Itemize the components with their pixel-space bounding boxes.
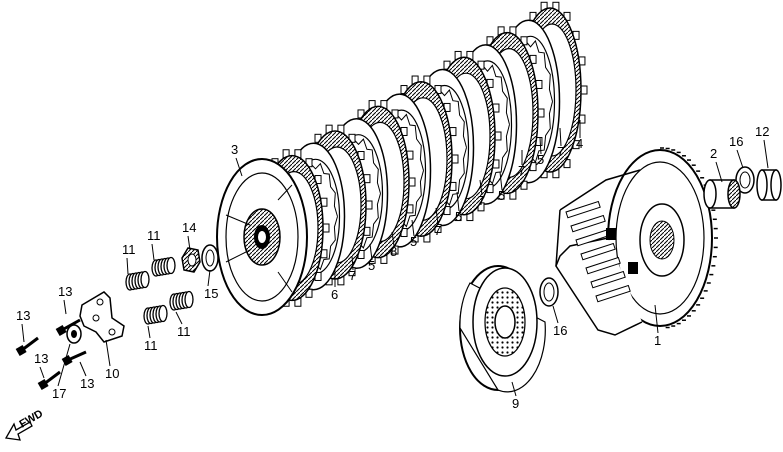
callout-10: 10 (105, 366, 119, 381)
bolt (37, 370, 61, 390)
thrust-washer-center (539, 277, 559, 307)
callout-8: 8 (390, 244, 397, 259)
leader-lines (21, 120, 769, 397)
callout-17: 17 (52, 386, 66, 401)
callout-1: 1 (654, 333, 661, 348)
callout-12: 12 (755, 124, 769, 139)
lock-nut (181, 247, 201, 273)
callout-11: 11 (122, 242, 136, 257)
callout-15: 15 (204, 286, 218, 301)
forward-arrow-icon (4, 421, 33, 441)
clutch-spring (151, 256, 176, 277)
callout-7: 7 (518, 163, 525, 178)
clutch-center-hub (459, 265, 546, 393)
callout-13: 13 (16, 308, 30, 323)
callout-16: 16 (729, 134, 743, 149)
callout-7: 7 (478, 193, 485, 208)
callout-9: 9 (512, 396, 519, 411)
fwd-label: FWD (18, 408, 46, 431)
clutch-outer-housing (555, 147, 718, 336)
bolts (15, 318, 87, 390)
callout-3: 3 (231, 142, 238, 157)
callout-13: 13 (58, 284, 72, 299)
callout-11: 11 (177, 324, 191, 339)
clutch-spring (169, 290, 194, 311)
callout-13: 13 (80, 376, 94, 391)
callout-5: 5 (368, 258, 375, 273)
callout-6: 6 (331, 287, 338, 302)
collar (756, 169, 782, 201)
callout-5: 5 (537, 152, 544, 167)
pressure-plate (216, 158, 308, 316)
clutch-spring (143, 304, 168, 325)
clutch-spring (125, 270, 150, 291)
callout-5: 5 (410, 234, 417, 249)
callout-11: 11 (144, 338, 158, 353)
callout-13: 13 (34, 351, 48, 366)
callout-2: 2 (710, 146, 717, 161)
callout-4: 4 (576, 136, 583, 151)
clutch-springs (125, 256, 194, 325)
callout-5: 5 (455, 209, 462, 224)
callout-7: 7 (349, 268, 356, 283)
lifter-plate (79, 291, 125, 343)
callout-14: 14 (182, 220, 196, 235)
callout-16: 16 (553, 323, 567, 338)
callout-7: 7 (557, 144, 564, 159)
bolt (15, 336, 39, 356)
callout-7: 7 (434, 223, 441, 238)
bushing (703, 179, 741, 209)
lock-washer (201, 244, 219, 272)
release-bearing (66, 324, 82, 344)
callout-5: 5 (498, 188, 505, 203)
callout-11: 11 (147, 228, 161, 243)
bolt (55, 318, 81, 336)
